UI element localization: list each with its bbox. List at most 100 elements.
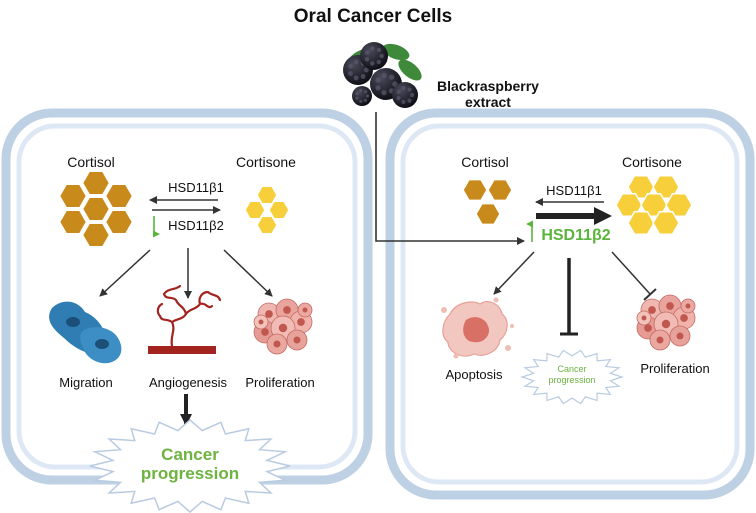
- left-arrow-proliferation: [223, 249, 273, 297]
- extract-label-line2: extract: [465, 94, 511, 110]
- right-cell-inner-membrane: [400, 123, 740, 485]
- extract-label-line1: Blackraspberry: [437, 78, 539, 94]
- drupelet-highlight: [376, 47, 382, 53]
- drupelet-highlight: [355, 96, 359, 100]
- drupelet-highlight: [348, 71, 353, 76]
- drupelet-highlight: [396, 89, 401, 94]
- tumor-cell-nucleus: [676, 332, 684, 340]
- blackraspberry-fruit: [392, 82, 418, 108]
- cortisol-molecule: [475, 202, 501, 226]
- cortisol-molecule: [81, 196, 111, 222]
- blackraspberry-icon: [343, 42, 422, 108]
- tumor-cell-nucleus: [641, 315, 647, 321]
- drupelet-highlight: [401, 85, 406, 91]
- left-cortisone-molecules: [244, 185, 290, 235]
- right-cortisol-molecules: [462, 178, 513, 226]
- left-burst-line2: progression: [141, 464, 239, 483]
- tumor-cell-nucleus: [278, 323, 288, 333]
- cortisol-molecule: [58, 183, 88, 209]
- cortisol-molecule: [58, 209, 88, 235]
- drupelet-highlight: [353, 75, 359, 81]
- drupelet-highlight: [360, 74, 366, 79]
- cortisol-molecule: [81, 222, 111, 248]
- left-cortisone-label: Cortisone: [236, 154, 296, 170]
- tumor-cell-nucleus: [273, 340, 281, 348]
- leaf: [398, 59, 422, 81]
- drupelet-highlight: [392, 81, 398, 87]
- left-enzyme1-label: HSD11β1: [168, 180, 224, 195]
- right-proliferation-label: Proliferation: [640, 361, 709, 376]
- apoptosis-cell-icon: [441, 297, 514, 359]
- drupelet-highlight: [407, 87, 412, 92]
- right-burst-line2: progression: [548, 375, 595, 385]
- left-enzyme2-label: HSD11β2: [168, 218, 224, 233]
- drupelet-highlight: [364, 50, 370, 55]
- tumor-cell-nucleus: [666, 302, 674, 310]
- tumor-cell-nucleus: [680, 314, 688, 322]
- cortisol-molecule: [104, 183, 134, 209]
- tumor-cell-nucleus: [297, 318, 305, 326]
- leaf: [382, 43, 410, 61]
- drupelet-highlight: [359, 89, 363, 93]
- drupelet-highlight: [364, 57, 370, 62]
- right-cortisone-molecules: [615, 174, 693, 236]
- figure-title: Oral Cancer Cells: [294, 6, 452, 27]
- tumor-cell-nucleus: [261, 328, 269, 336]
- migration-label: Migration: [59, 375, 112, 390]
- drupelet-highlight: [370, 61, 375, 66]
- drupelet-highlight: [410, 92, 415, 98]
- extract-arrow-into-cell: [375, 112, 525, 245]
- apoptosis-label: Apoptosis: [445, 367, 503, 382]
- right-enzyme1-label: HSD11β1: [546, 183, 602, 198]
- drupelet-highlight: [363, 98, 367, 102]
- tumor-cell-nucleus: [661, 319, 671, 329]
- left-burst-line1: Cancer: [161, 445, 219, 464]
- drupelet-highlight: [359, 99, 363, 103]
- left-cell: Cortisol Cortisone HSD11β1 HSD11β2 Migra…: [1, 108, 373, 485]
- drupelet-highlight: [379, 53, 384, 59]
- right-cortisone-label: Cortisone: [622, 154, 682, 170]
- cortisone-molecule: [268, 200, 290, 220]
- tumor-cell-nucleus: [265, 310, 273, 318]
- tumor-cell-nucleus: [258, 319, 264, 325]
- right-cell: Cortisol Cortisone HSD11β1 HSD11β2 Apopt…: [385, 108, 755, 500]
- drupelet-highlight: [363, 67, 369, 73]
- cortisol-molecule: [81, 170, 111, 196]
- left-cortisol-molecules: [58, 170, 134, 248]
- drupelet-highlight: [381, 72, 387, 78]
- drupelet-highlight: [407, 98, 412, 103]
- drupelet-highlight: [401, 99, 406, 105]
- drupelet-highlight: [363, 90, 368, 94]
- angiogenesis-label: Angiogenesis: [149, 375, 228, 390]
- left-cancer-progression-burst: Cancer progression: [89, 419, 291, 513]
- tumor-cell-nucleus: [302, 307, 308, 313]
- right-inhibit-proliferation-bar: [643, 288, 657, 301]
- drupelet-highlight: [376, 59, 381, 65]
- right-arrow-to-cortisone-head: [594, 207, 612, 225]
- right-proliferation-icon: [636, 294, 696, 351]
- drupelet-highlight: [348, 63, 353, 69]
- right-enzyme2-label: HSD11β2: [541, 227, 610, 244]
- right-arrow-apoptosis: [493, 251, 535, 295]
- blackraspberry-fruit: [352, 86, 372, 106]
- cortisol-molecule: [104, 209, 134, 235]
- angiogenesis-vessel-icon: [148, 284, 222, 354]
- cortisol-molecule: [462, 178, 488, 202]
- drupelet-highlight: [375, 77, 381, 83]
- tumor-cell-nucleus: [644, 324, 652, 332]
- blackraspberry-fruit: [360, 42, 388, 70]
- tumor-cell-nucleus: [656, 336, 664, 344]
- tumor-cell-nucleus: [685, 303, 691, 309]
- drupelet-highlight: [370, 46, 375, 51]
- cortisone-molecule: [665, 192, 693, 218]
- left-proliferation-icon: [253, 298, 313, 355]
- drupelet-highlight: [389, 74, 395, 80]
- right-cancer-progression-burst: Cancer progression: [520, 349, 624, 405]
- right-inhibit-proliferation: [611, 251, 651, 295]
- right-cortisol-label: Cortisol: [461, 154, 508, 170]
- migration-cells-icon: [49, 301, 122, 364]
- left-arrow-migration: [99, 249, 151, 297]
- drupelet-highlight: [365, 94, 370, 98]
- cortisone-molecule: [256, 215, 278, 235]
